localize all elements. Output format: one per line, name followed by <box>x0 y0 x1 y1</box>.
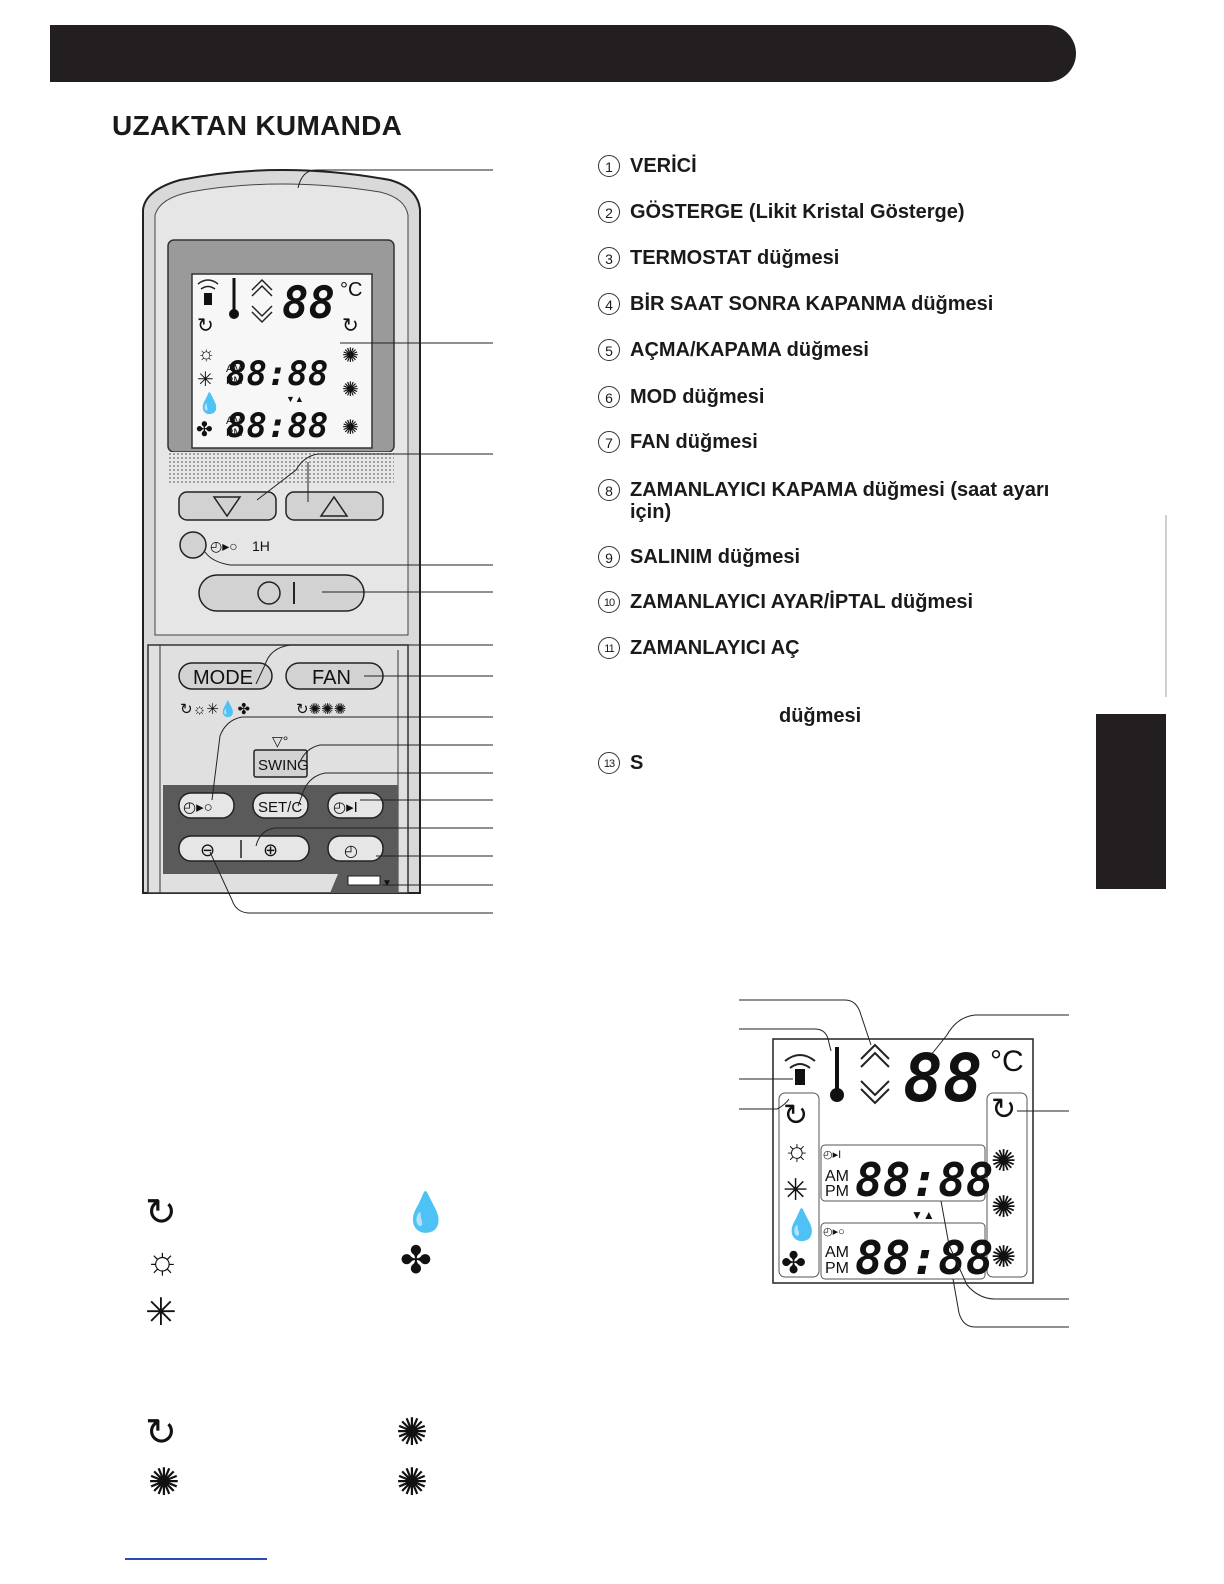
fan-speed-medium-icon: ✺ <box>396 1462 428 1504</box>
snowflake-icon: ✳ <box>145 1292 177 1334</box>
svg-text:↻: ↻ <box>342 315 359 337</box>
svg-text:☼: ☼ <box>783 1134 811 1167</box>
svg-text:◴▸○: ◴▸○ <box>210 538 238 554</box>
footer-link-underline[interactable] <box>125 1558 267 1560</box>
swing-button-label: SWING <box>258 757 309 774</box>
auto-icon: ↻ <box>145 1192 177 1234</box>
svg-text:💧: 💧 <box>197 391 222 415</box>
svg-text:✺: ✺ <box>342 417 359 439</box>
lcd-am-2: AM <box>226 415 243 427</box>
lcd-detail-pm-1: PM <box>825 1183 849 1200</box>
svg-text:↻: ↻ <box>991 1093 1016 1126</box>
header-bar <box>50 25 1076 82</box>
svg-text:✤: ✤ <box>781 1247 806 1280</box>
lcd-detail-time-1: 88:88 <box>855 1153 993 1207</box>
svg-text:◴: ◴ <box>344 843 358 860</box>
svg-text:✤: ✤ <box>196 419 213 441</box>
svg-text:💧: 💧 <box>783 1207 820 1242</box>
lcd-pm-2: PM <box>226 427 243 439</box>
svg-text:▼▲: ▼▲ <box>286 394 304 404</box>
side-divider <box>1165 515 1167 697</box>
lcd-temp-digits: 88 <box>282 278 335 329</box>
mode-button-label: MODE <box>193 667 253 689</box>
svg-text:✳: ✳ <box>783 1174 808 1207</box>
lcd-am-1: AM <box>226 363 243 375</box>
fan-speed-icon-legend: ↻ ✺ ✺ ✺ <box>145 1412 428 1504</box>
page-title: UZAKTAN KUMANDA <box>112 110 403 141</box>
svg-text:↻☼✳💧✤: ↻☼✳💧✤ <box>180 700 250 718</box>
svg-text:✳: ✳ <box>197 369 214 391</box>
lcd-temp-unit: °C <box>340 279 362 301</box>
svg-text:◴▸○: ◴▸○ <box>183 799 213 816</box>
lcd-time-2: 88:88 <box>226 406 328 446</box>
water-drop-icon: 💧 <box>402 1190 449 1234</box>
fan-speed-high-icon: ✺ <box>148 1462 180 1504</box>
mode-icon-legend: ↻ ☼ ✳ 💧 ✤ <box>145 1190 449 1334</box>
lcd-detail-temp: 88 <box>903 1040 982 1117</box>
timer-1h-label: 1H <box>252 538 270 554</box>
svg-text:✺: ✺ <box>342 345 359 367</box>
lcd-detail-am-2: AM <box>825 1244 849 1261</box>
sun-icon: ☼ <box>145 1240 180 1282</box>
svg-text:▼: ▼ <box>382 878 392 889</box>
svg-text:◴▸I: ◴▸I <box>333 799 358 816</box>
svg-text:↻: ↻ <box>197 315 214 337</box>
svg-text:▼▲: ▼▲ <box>911 1208 935 1222</box>
side-tab <box>1096 714 1166 889</box>
svg-text:☼: ☼ <box>197 343 215 365</box>
svg-text:✺: ✺ <box>991 1241 1016 1274</box>
lcd-detail-unit: °C <box>990 1045 1024 1078</box>
svg-text:✺: ✺ <box>991 1145 1016 1178</box>
svg-text:✺: ✺ <box>991 1191 1016 1224</box>
fan-icon: ✤ <box>400 1240 432 1282</box>
svg-text:✺: ✺ <box>342 379 359 401</box>
lcd-detail-time-2: 88:88 <box>855 1231 993 1285</box>
svg-text:⊕: ⊕ <box>263 840 278 860</box>
svg-text:↻✺✺✺: ↻✺✺✺ <box>296 701 346 718</box>
fan-button-label: FAN <box>312 667 351 689</box>
svg-text:◴▸○: ◴▸○ <box>823 1226 845 1238</box>
remote-control-illustration: 88 °C 88:88 88:88 AM PM AM PM ↻ ☼ ✳ 💧 ✤ … <box>142 169 493 914</box>
setc-button-label: SET/C <box>258 799 302 816</box>
svg-text:↻: ↻ <box>783 1099 808 1132</box>
svg-text:▽°: ▽° <box>272 733 288 749</box>
auto-fan-icon: ↻ <box>145 1412 177 1454</box>
lcd-pm-1: PM <box>226 375 243 387</box>
svg-text:◴▸I: ◴▸I <box>823 1149 841 1161</box>
lcd-time-1: 88:88 <box>226 354 328 394</box>
fan-speed-low-icon: ✺ <box>396 1412 428 1454</box>
lcd-detail-pm-2: PM <box>825 1260 849 1277</box>
item-12-fragment: düğmesi <box>779 705 862 727</box>
lcd-detail-am-1: AM <box>825 1168 849 1185</box>
lcd-detail-illustration: 88 °C ↻ ☼ ✳ 💧 ✤ ↻ ✺ ✺ ✺ ◴▸I ◴▸○ AM PM AM… <box>739 999 1069 1328</box>
